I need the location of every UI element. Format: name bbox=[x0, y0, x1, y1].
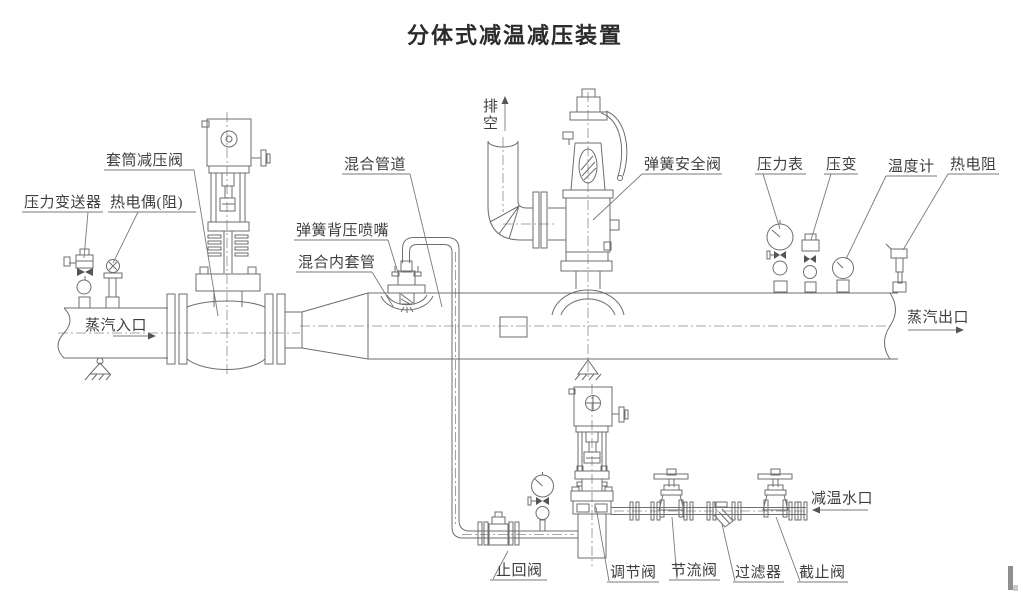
diagram-title: 分体式减温减压装置 bbox=[406, 23, 623, 48]
corner-artifact-small bbox=[1013, 585, 1018, 591]
leader-lines bbox=[22, 169, 999, 583]
pressure-transmitter-device bbox=[63, 248, 94, 309]
pressure-gauge-device bbox=[766, 220, 794, 293]
label-stop-valve: 截止阀 bbox=[799, 565, 846, 581]
check-valve-symbol bbox=[477, 511, 520, 546]
thermometer-device bbox=[832, 257, 854, 293]
label-control-valve: 调节阀 bbox=[610, 565, 657, 581]
inner-sleeve-arc bbox=[380, 295, 434, 311]
throttle-valve-symbol bbox=[653, 468, 689, 518]
label-vent: 排空 bbox=[483, 99, 499, 132]
pipe-support-left bbox=[84, 357, 112, 381]
label-steam-inlet: 蒸汽入口 bbox=[85, 318, 148, 334]
y-strainer-symbol bbox=[713, 501, 734, 528]
pressure-transducer-device bbox=[801, 233, 820, 293]
label-inner-sleeve: 混合内套管 bbox=[298, 255, 376, 271]
corner-artifact bbox=[1008, 566, 1013, 590]
stop-valve-symbol bbox=[757, 468, 793, 518]
vent-elbow-pipe bbox=[487, 140, 533, 241]
label-filter: 过滤器 bbox=[735, 565, 782, 581]
label-reducing-valve: 套筒减压阀 bbox=[106, 153, 184, 169]
main-steam-pipe bbox=[57, 292, 898, 370]
label-mixing-pipe: 混合管道 bbox=[344, 157, 407, 173]
spring-safety-valve bbox=[532, 88, 628, 316]
label-safety-valve: 弹簧安全阀 bbox=[644, 157, 722, 173]
sleeve-reducing-valve bbox=[195, 118, 271, 307]
label-pressure-transmitter: 压力变送器 bbox=[24, 195, 102, 211]
flow-arrows bbox=[113, 96, 964, 514]
cooling-water-line bbox=[611, 501, 808, 521]
rtd-device bbox=[885, 243, 908, 293]
pipe-support-center bbox=[574, 359, 602, 381]
thermocouple-device bbox=[103, 259, 123, 309]
pipe-nameplate bbox=[499, 316, 528, 338]
label-check-valve: 止回阀 bbox=[496, 563, 543, 579]
label-steam-outlet: 蒸汽出口 bbox=[907, 310, 970, 326]
spray-water-pipe bbox=[402, 237, 578, 539]
spring-nozzle-assembly bbox=[380, 260, 434, 313]
label-throttle-valve: 节流阀 bbox=[671, 563, 718, 579]
label-rtd: 热电阻 bbox=[950, 157, 997, 173]
label-spring-nozzle: 弹簧背压喷嘴 bbox=[296, 223, 390, 239]
label-thermometer: 温度计 bbox=[888, 159, 935, 175]
label-pressure-gauge: 压力表 bbox=[757, 157, 804, 173]
label-pressure-transducer: 压变 bbox=[826, 157, 858, 173]
control-valve-assembly bbox=[568, 386, 629, 559]
centerlines bbox=[58, 92, 894, 566]
label-water-inlet: 减温水口 bbox=[811, 491, 874, 507]
spray-line-pressure-gauge bbox=[527, 472, 554, 532]
label-thermocouple: 热电偶(阻) bbox=[110, 195, 183, 211]
